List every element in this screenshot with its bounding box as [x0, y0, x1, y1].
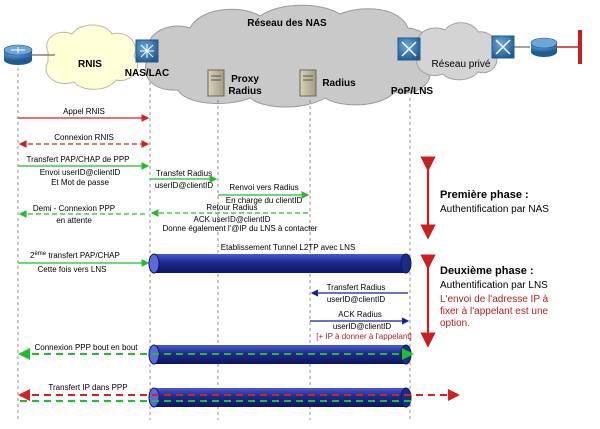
ip-tunnel — [148, 387, 412, 408]
l2tp-tunnel — [148, 253, 412, 274]
pop-lns-label: PoP/LNS — [391, 86, 434, 97]
demi-connexion-label-1: Demi - Connexion PPP — [33, 204, 115, 213]
atm-switch-icon — [491, 35, 515, 59]
retour-radius-label-1: Retour Radius — [206, 203, 257, 212]
connexion-bout-en-bout-label: Connexion PPP bout en bout — [34, 343, 138, 352]
phase1-title: Première phase : — [440, 189, 529, 201]
proxy-radius-label-1: Proxy — [231, 74, 259, 85]
private-network-cloud: Réseau privé — [416, 22, 498, 81]
second-transfert-label-2: Cette fois vers LNS — [38, 265, 107, 274]
transfert-radius-2-label-a: Transfert Radius — [327, 283, 386, 292]
retour-radius-label-3: Donne également l'@IP du LNS à contacter — [163, 224, 318, 233]
isdn-cloud: RNIS — [45, 24, 139, 90]
server-icon — [207, 69, 225, 97]
isdn-label: RNIS — [78, 59, 102, 70]
transfert-pap-label-3: Et Mot de passe — [51, 178, 109, 187]
nas-network-label: Réseau des NAS — [247, 18, 327, 29]
transfert-pap-label-2: Envoi userID@clientID — [40, 168, 121, 177]
ack-radius-label-3: [+ IP à donner à l'appelant] — [316, 332, 411, 341]
phase2-note-3: option. — [440, 318, 470, 329]
tunnel-l2tp-label: Etablissement Tunnel L2TP avec LNS — [221, 243, 356, 252]
router-icon — [3, 44, 33, 65]
transfert-radius-1-label-b: userID@clientID — [155, 181, 214, 190]
nas-network-cloud: Réseau des NAS — [144, 4, 433, 108]
phase2-title: Deuxième phase : — [440, 265, 534, 277]
connexion-rnis-label: Connexion RNIS — [54, 133, 114, 142]
private-network-label: Réseau privé — [432, 59, 491, 70]
radius-label: Radius — [322, 78, 356, 89]
phase2-text: Authentification par LNS — [440, 280, 548, 291]
phase2-note-1: L'envoi de l'adresse IP à — [440, 294, 549, 305]
router-icon — [530, 37, 558, 57]
ack-radius-label-2: userID@clientID — [333, 322, 392, 331]
switch-icon — [135, 39, 159, 63]
transfert-pap-label-1: Transfert PAP/CHAP de PPP — [26, 155, 129, 164]
phase1-text: Authentification par NAS — [440, 204, 549, 215]
transfert-ip-label: Transfert IP dans PPP — [48, 383, 127, 392]
second-transfert-label-1: 2ème transfert PAP/CHAP — [30, 251, 120, 260]
proxy-radius-label-2: Radius — [228, 86, 262, 97]
transfert-radius-1-label-a: Transfet Radius — [156, 169, 212, 178]
renvoi-radius-label-1: Renvoi vers Radius — [229, 183, 298, 192]
phase2-note-2: fixer à l'appelant est une — [440, 306, 549, 317]
nas-lac-label: NAS/LAC — [125, 68, 169, 79]
renvoi-radius-label-2: En charge du clientID — [226, 196, 303, 205]
firewall-icon — [578, 30, 582, 64]
transfert-radius-2-label-b: userID@clientID — [327, 295, 386, 304]
retour-radius-label-2: ACK userID@clientID — [193, 215, 270, 224]
demi-connexion-label-2: en attente — [56, 216, 92, 225]
lifelines — [17, 68, 411, 420]
appel-rnis-label: Appel RNIS — [63, 107, 105, 116]
atm-switch-icon — [397, 37, 421, 61]
ack-radius-label-1: ACK Radius — [338, 310, 382, 319]
server-icon — [299, 69, 317, 97]
